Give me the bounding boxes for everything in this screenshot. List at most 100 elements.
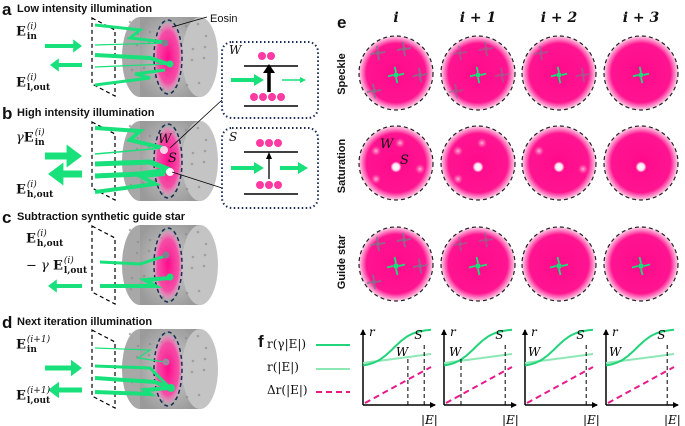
y-axis-label: r [369, 325, 376, 339]
guide-star-ray [393, 256, 397, 264]
focused-speckle-core [475, 72, 481, 78]
grey-speckle-ray [370, 52, 376, 56]
grey-speckle-ray [366, 90, 372, 94]
focal-plane-outline [153, 227, 183, 303]
grey-speckle-ray [540, 55, 544, 61]
disc-r2-c3 [603, 226, 679, 302]
inset-s-box [221, 127, 319, 209]
focused-speckle-core [556, 72, 562, 78]
w-marker-label: W [528, 345, 542, 359]
grey-speckle-ray [403, 51, 407, 57]
gamma-response-curve [524, 328, 594, 367]
grey-speckle-ray [452, 243, 458, 247]
grey-speckle-ray [499, 67, 503, 73]
light-beam [94, 68, 166, 87]
grey-speckle-ray [582, 77, 586, 83]
disc-outline [521, 226, 597, 302]
panel-b-title: High intensity illumination [17, 107, 155, 119]
light-beam [94, 63, 169, 68]
tissue-texture [204, 138, 208, 142]
tissue-texture [129, 287, 133, 291]
grey-speckle-ray [458, 88, 464, 92]
tissue-texture [196, 22, 200, 26]
s-marker-label: S [657, 328, 665, 342]
grey-speckle-ray [485, 242, 489, 248]
grey-speckle-ray [380, 241, 386, 245]
focused-speckle [550, 66, 568, 84]
guide-star-ray [561, 263, 569, 267]
grey-speckle-ray [417, 67, 421, 73]
w-marker-label: W [396, 345, 410, 359]
light-beam [100, 276, 171, 288]
grey-speckle-ray [448, 90, 454, 94]
disc-r1-c3 [603, 125, 679, 201]
weak-spot [395, 138, 405, 148]
grey-speckle-core [371, 279, 377, 285]
tissue-texture [197, 185, 201, 189]
panel-d-letter: d [2, 313, 13, 332]
tissue-texture [202, 264, 206, 268]
panel-e-grid [358, 35, 679, 302]
weak-spot [477, 138, 487, 148]
guide-star-ray [558, 268, 562, 276]
disc-outline [521, 125, 597, 201]
grey-speckle-ray [373, 93, 377, 99]
weak-spot [415, 164, 425, 174]
grey-speckle-ray [401, 41, 405, 47]
focused-speckle-ray [469, 74, 476, 78]
grey-speckle [412, 67, 428, 83]
saturation-marker-w: W [380, 137, 394, 152]
focused-speckle-ray [393, 66, 397, 73]
disc-outline [603, 226, 679, 302]
tissue-texture [142, 66, 146, 70]
disc-r2-c2 [521, 226, 597, 302]
tissue-front [182, 329, 218, 409]
weak-spot [162, 251, 170, 259]
x-axis-arrowhead [673, 402, 679, 408]
tissue-texture [128, 20, 132, 24]
grey-speckle-core [499, 72, 505, 78]
guide-star-ray [631, 265, 639, 269]
guide-star-ray [395, 268, 399, 276]
legend-label-0: r(γ|E|) [267, 337, 307, 351]
column-header-2: i + 2 [540, 10, 578, 26]
grey-speckle [370, 45, 386, 61]
guide-star-core [475, 263, 481, 269]
panel-c-line1: E(i)h,out [26, 229, 64, 249]
y-axis-arrowhead [522, 329, 528, 335]
difference-curve [445, 366, 513, 404]
tissue-texture [185, 187, 189, 191]
y-axis-arrowhead [603, 329, 609, 335]
weak-spot [161, 39, 169, 47]
grey-speckle [452, 236, 468, 252]
tissue-texture [185, 291, 189, 295]
focused-speckle [387, 66, 405, 84]
tissue-texture [147, 249, 151, 253]
focused-speckle-ray [475, 66, 479, 73]
grey-speckle-ray [377, 246, 381, 252]
weak-spot [371, 146, 381, 156]
weak-spot [371, 174, 381, 184]
focused-speckle-ray [561, 72, 568, 76]
disc-r2-c0 [358, 226, 434, 302]
panel-c-title: Subtraction synthetic guide star [17, 211, 186, 223]
disc-outline [521, 35, 597, 111]
response-plot-3: r|E|SW [603, 325, 681, 426]
tissue-texture [204, 242, 208, 246]
panel-b-out-label: E(i)h,out [16, 180, 54, 200]
light-beam [94, 386, 171, 397]
x-axis-label: |E| [421, 413, 438, 426]
weak-spot [162, 358, 170, 366]
tissue-texture [185, 83, 189, 87]
tissue-texture [202, 160, 206, 164]
grey-speckle-ray [375, 236, 379, 242]
panel-d-in-label: E(i+1)in [16, 335, 51, 355]
w-marker-label: W [449, 345, 463, 359]
grey-speckle-core [375, 50, 381, 56]
grey-speckle-ray [422, 72, 428, 76]
disc-outline [603, 35, 679, 111]
light-beam [94, 126, 164, 150]
saturated-spot-s [166, 168, 174, 176]
y-axis-arrowhead [441, 329, 447, 335]
focused-speckle-ray [398, 72, 405, 76]
